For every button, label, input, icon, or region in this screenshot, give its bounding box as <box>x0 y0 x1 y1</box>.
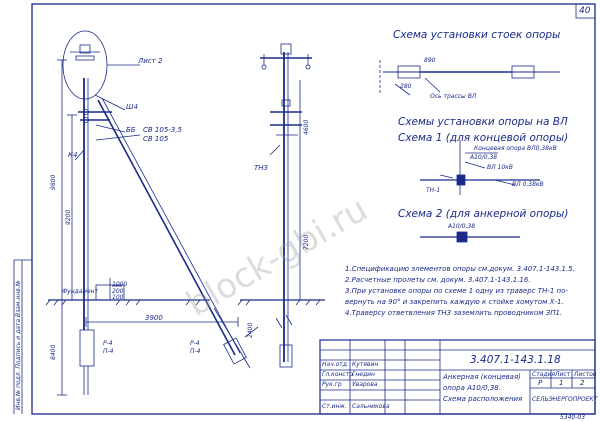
dim-8400: 8400 <box>50 344 57 360</box>
title-block-frame <box>319 339 596 415</box>
scheme1-end-pole: Концевая опора ВЛ0,38кВ <box>474 145 557 152</box>
scheme1-vl10: ВЛ 10кВ <box>487 164 513 171</box>
role-3: Рук.гр <box>322 381 342 388</box>
document-code: 3.407.1-143.1.18 <box>470 354 561 366</box>
title-line-2: опора А10/0,38. <box>443 384 501 392</box>
corner-code: 5340-03 <box>560 414 586 421</box>
dim-890: 890 <box>424 57 436 64</box>
dim-3900: 3900 <box>145 314 163 322</box>
name-5: Сальникова <box>352 403 390 410</box>
scheme2-a10: А10/0,38 <box>448 223 476 230</box>
label-sv105: СВ 105 <box>143 135 169 143</box>
label-tn3: ТН3 <box>254 164 268 172</box>
organization: СЕЛЬЭНЕРГОПРОЕКТ <box>532 396 598 403</box>
label-bb: ББ <box>126 126 136 134</box>
note-1: 1.Спецификацию элементов опоры см.докум.… <box>345 265 575 273</box>
dim-9200: 9200 <box>65 209 72 225</box>
title-line-1: Анкерная (концевая) <box>443 373 521 381</box>
name-1: Кутявин <box>352 361 379 368</box>
page-number: 40 <box>579 6 591 16</box>
sheets-value: 2 <box>580 379 585 387</box>
title-line-3: Схема расположения <box>443 395 523 403</box>
label-p4-right: П-4 <box>190 348 201 355</box>
stage-header: Стадия <box>532 371 556 378</box>
label-sh4: Ш4 <box>126 103 138 111</box>
label-p4-left: П-4 <box>103 348 114 355</box>
stage-value: Р <box>538 379 543 387</box>
scheme1-a10: А10/0,38 <box>470 154 498 161</box>
scheme1-title: Схема 1 (для концевой опоры) <box>398 132 569 144</box>
dim-280: 280 <box>400 83 412 90</box>
dim-1000: 1000 <box>112 281 128 288</box>
dim-200: 200 <box>112 288 124 295</box>
dim-4600: 4600 <box>303 119 310 135</box>
dim-100: 100 <box>112 294 124 301</box>
label-r4-left: Р-4 <box>103 340 113 347</box>
sheets-header: Листов <box>574 371 597 378</box>
name-3: Уварова <box>352 381 378 388</box>
label-foundation: Фундамент <box>62 288 99 295</box>
label-sv105-35: СВ 105-3,5 <box>143 126 182 134</box>
route-axis-label: Ось трассы ВЛ <box>430 93 477 100</box>
schemes-title: Схемы установки опоры на ВЛ <box>398 116 568 128</box>
strut <box>97 99 236 356</box>
sheet-frame <box>31 3 596 415</box>
sheet-value: 1 <box>559 379 564 387</box>
label-k4: К4 <box>68 151 78 159</box>
note-3: 3.При установке опоры по схеме 1 одну из… <box>345 287 568 295</box>
name-2: Гнедин <box>352 371 375 378</box>
note-3-cont: вернуть на 90° и закрепить каждую к стой… <box>345 298 564 306</box>
scheme2-title: Схема 2 (для анкерной опоры) <box>398 208 569 220</box>
detail-callout <box>62 30 108 100</box>
sheet-ref-label: Лист 2 <box>138 57 163 65</box>
scheme1-tn1: ТН-1 <box>426 187 441 194</box>
dim-9800: 9800 <box>50 174 57 190</box>
note-4: 4.Траверсу ответвления ТН3 заземлить про… <box>345 309 563 317</box>
sheet-header: Лист <box>555 371 571 378</box>
dim-2400: 2400 <box>247 322 254 338</box>
role-5: Ст.инж. <box>322 403 347 410</box>
dim-7200: 7200 <box>303 234 310 250</box>
note-2: 2.Расчетные пролеты см. докум. 3.407.1-1… <box>345 276 531 284</box>
role-1: Нач.отд. <box>322 361 349 368</box>
label-r4-right: Р-4 <box>190 340 200 347</box>
side-stamp: Инв.№ подл. Подпись и дата Взам.инв.№ <box>15 280 22 410</box>
scheme-posts-title: Схема установки стоек опоры <box>393 29 561 41</box>
role-2: Гл.констр. <box>322 371 355 378</box>
scheme1-vl038: ВЛ 0,38кВ <box>512 181 544 188</box>
page-number-box <box>575 3 596 19</box>
